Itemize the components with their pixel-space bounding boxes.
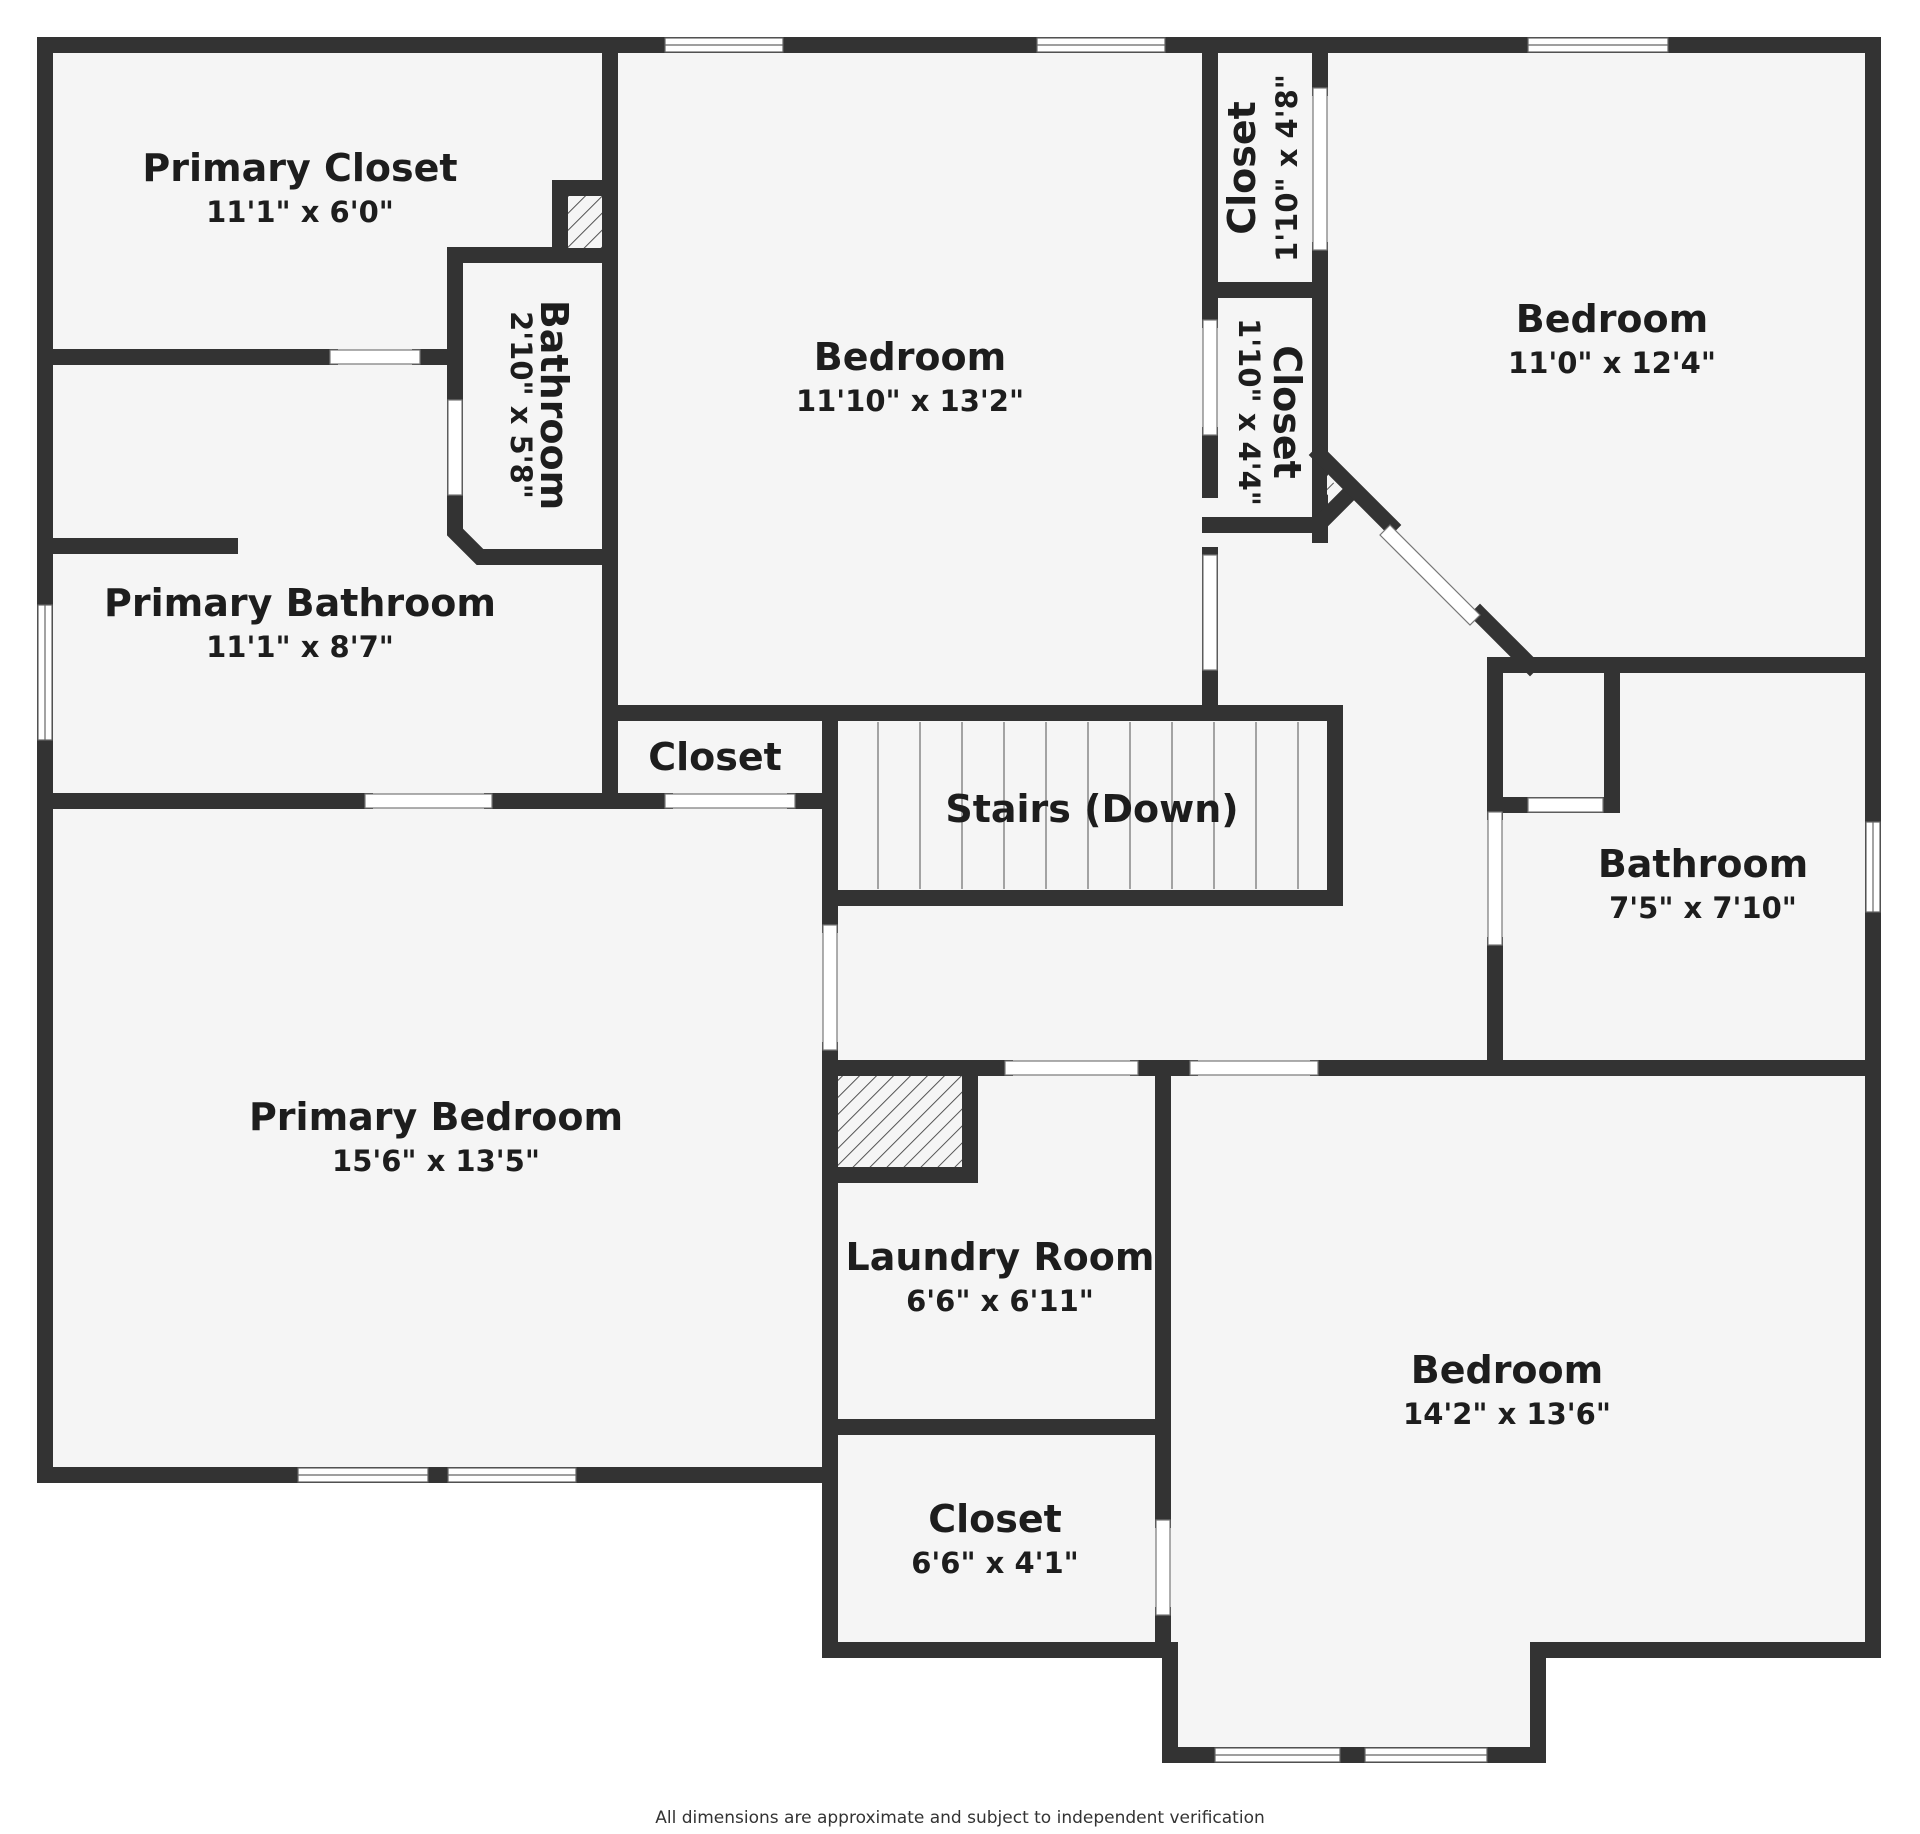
closet-bottom-name: Closet [928, 1497, 1062, 1541]
door-openings [329, 87, 1604, 1616]
closet-mid-name: Closet [1265, 345, 1309, 479]
primary-bathroom-name: Primary Bathroom [104, 581, 496, 625]
shafts [568, 196, 1338, 1167]
laundry-room-dims: 6'6" x 6'11" [906, 1284, 1094, 1318]
closet-top-dims: 1'10" x 4'8" [1270, 74, 1304, 262]
closet-bottom-dims: 6'6" x 4'1" [911, 1546, 1079, 1580]
primary-bathroom-dims: 11'1" x 8'7" [206, 630, 394, 664]
bathroom-right-name: Bathroom [1598, 842, 1808, 886]
closet-mid-dims: 1'10" x 4'4" [1232, 318, 1266, 506]
laundry-room-name: Laundry Room [846, 1235, 1155, 1279]
stair-treads [877, 722, 1299, 889]
stairs-label: Stairs (Down) [945, 787, 1238, 831]
small-bathroom-dims: 2'10" x 5'8" [504, 311, 538, 499]
primary-bedroom-dims: 15'6" x 13'5" [332, 1144, 540, 1178]
bedroom-center-dims: 11'10" x 13'2" [796, 384, 1024, 418]
small-bathroom-name: Bathroom [532, 300, 576, 510]
bedroom-right-name: Bedroom [1516, 297, 1709, 341]
bedroom-bottom-name: Bedroom [1411, 1348, 1604, 1392]
room-labels: Primary Closet 11'1" x 6'0" Bathroom 2'1… [104, 74, 1808, 1580]
closet-hall-name: Closet [648, 735, 782, 779]
closet-top-name: Closet [1220, 101, 1264, 235]
bedroom-center-name: Bedroom [814, 335, 1007, 379]
primary-closet-name: Primary Closet [142, 146, 457, 190]
primary-bedroom-name: Primary Bedroom [249, 1095, 623, 1139]
bedroom-right-dims: 11'0" x 12'4" [1508, 346, 1716, 380]
primary-closet-dims: 11'1" x 6'0" [206, 195, 394, 229]
bathroom-right-dims: 7'5" x 7'10" [1609, 891, 1797, 925]
disclaimer-text: All dimensions are approximate and subje… [655, 1808, 1265, 1828]
bedroom-bottom-dims: 14'2" x 13'6" [1403, 1397, 1611, 1431]
windows [37, 37, 1881, 1763]
